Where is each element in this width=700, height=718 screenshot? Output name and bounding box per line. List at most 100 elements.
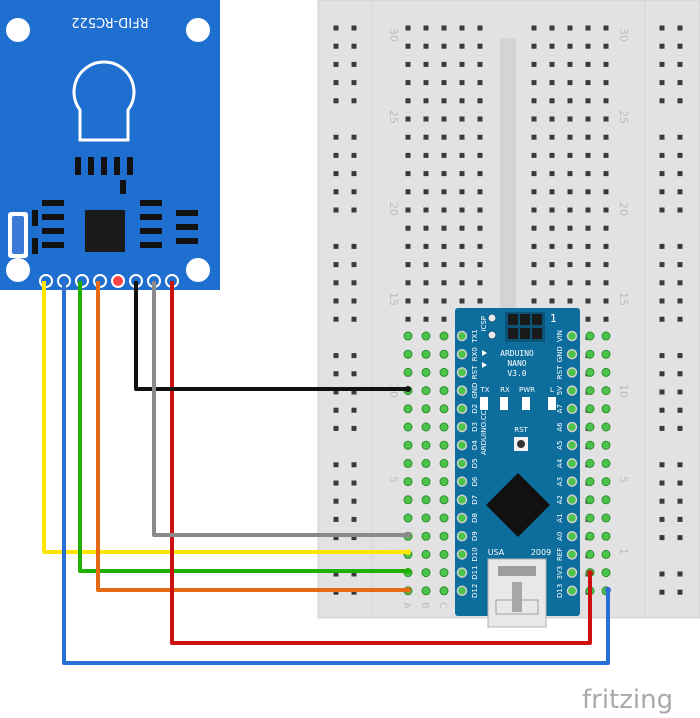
rfid-pin-irq[interactable] [111,274,125,288]
breadboard-hole[interactable] [659,407,665,413]
breadboard-hole[interactable] [423,116,429,122]
wire-green[interactable] [78,281,408,573]
breadboard-hole[interactable] [441,98,447,104]
breadboard-hole[interactable] [567,171,573,177]
breadboard-connected-hole[interactable] [421,331,431,341]
breadboard-hole[interactable] [677,243,683,249]
breadboard-hole[interactable] [567,280,573,286]
breadboard-hole[interactable] [531,116,537,122]
breadboard-hole[interactable] [333,98,339,104]
breadboard-hole[interactable] [531,152,537,158]
breadboard-hole[interactable] [677,589,683,595]
breadboard-hole[interactable] [567,98,573,104]
breadboard-connected-hole[interactable] [585,458,595,468]
breadboard-hole[interactable] [659,589,665,595]
breadboard-hole[interactable] [351,480,357,486]
breadboard-hole[interactable] [351,80,357,86]
breadboard-connected-hole[interactable] [403,349,413,359]
breadboard-hole[interactable] [423,189,429,195]
breadboard-hole[interactable] [459,61,465,67]
breadboard-hole[interactable] [333,207,339,213]
breadboard-connected-hole[interactable] [421,477,431,487]
breadboard-hole[interactable] [477,280,483,286]
breadboard-hole[interactable] [477,98,483,104]
breadboard-hole[interactable] [659,152,665,158]
breadboard-hole[interactable] [567,225,573,231]
breadboard-hole[interactable] [677,480,683,486]
breadboard-connected-hole[interactable] [601,404,611,414]
breadboard-hole[interactable] [677,498,683,504]
breadboard-hole[interactable] [477,262,483,268]
breadboard-hole[interactable] [441,43,447,49]
breadboard-hole[interactable] [405,61,411,67]
breadboard-connected-hole[interactable] [601,386,611,396]
breadboard-hole[interactable] [603,134,609,140]
breadboard-hole[interactable] [585,43,591,49]
breadboard-hole[interactable] [351,61,357,67]
breadboard-hole[interactable] [477,171,483,177]
breadboard-hole[interactable] [677,280,683,286]
nano-pin-pad[interactable] [456,403,468,415]
breadboard-hole[interactable] [603,280,609,286]
breadboard-hole[interactable] [423,207,429,213]
breadboard-hole[interactable] [567,61,573,67]
breadboard-hole[interactable] [603,98,609,104]
breadboard-connected-hole[interactable] [403,422,413,432]
breadboard-hole[interactable] [441,25,447,31]
nano-pin-pad[interactable] [456,439,468,451]
breadboard-connected-hole[interactable] [585,422,595,432]
breadboard-hole[interactable] [585,80,591,86]
breadboard-connected-hole[interactable] [421,549,431,559]
breadboard-hole[interactable] [405,316,411,322]
breadboard-hole[interactable] [677,207,683,213]
breadboard-hole[interactable] [659,571,665,577]
breadboard-hole[interactable] [333,571,339,577]
breadboard-hole[interactable] [603,225,609,231]
wire-blue[interactable] [62,281,610,665]
breadboard-hole[interactable] [441,316,447,322]
breadboard-hole[interactable] [423,171,429,177]
breadboard-connected-hole[interactable] [421,586,431,596]
nano-pin-pad[interactable] [456,330,468,342]
breadboard-connected-hole[interactable] [439,586,449,596]
breadboard-hole[interactable] [677,262,683,268]
wire-gray[interactable] [152,281,408,537]
breadboard-hole[interactable] [333,80,339,86]
breadboard-connected-hole[interactable] [439,331,449,341]
breadboard-hole[interactable] [677,462,683,468]
breadboard-connected-hole[interactable] [439,440,449,450]
nano-pin-pad[interactable] [456,367,468,378]
breadboard-hole[interactable] [333,25,339,31]
breadboard-hole[interactable] [603,25,609,31]
breadboard-hole[interactable] [351,462,357,468]
breadboard-hole[interactable] [351,25,357,31]
breadboard-connected-hole[interactable] [439,422,449,432]
breadboard-hole[interactable] [459,189,465,195]
breadboard-hole[interactable] [351,134,357,140]
breadboard-connected-hole[interactable] [439,513,449,523]
breadboard-hole[interactable] [405,280,411,286]
breadboard-hole[interactable] [531,189,537,195]
breadboard-hole[interactable] [659,371,665,377]
breadboard-connected-hole[interactable] [601,440,611,450]
nano-pin-pad[interactable] [566,330,578,342]
breadboard-hole[interactable] [351,43,357,49]
breadboard-connected-hole[interactable] [403,495,413,505]
nano-pin-pad[interactable] [456,512,468,524]
breadboard-hole[interactable] [677,25,683,31]
breadboard-hole[interactable] [585,280,591,286]
breadboard-hole[interactable] [549,171,555,177]
breadboard-hole[interactable] [603,189,609,195]
nano-pin-pad[interactable] [566,439,578,451]
breadboard-connected-hole[interactable] [601,349,611,359]
breadboard-hole[interactable] [351,243,357,249]
nano-pin-pad[interactable] [456,585,468,597]
breadboard-hole[interactable] [531,298,537,304]
breadboard-hole[interactable] [549,280,555,286]
breadboard-hole[interactable] [585,116,591,122]
breadboard-hole[interactable] [549,43,555,49]
breadboard-hole[interactable] [677,152,683,158]
nano-pin-pad[interactable] [456,567,468,578]
breadboard-hole[interactable] [659,516,665,522]
breadboard-hole[interactable] [585,298,591,304]
